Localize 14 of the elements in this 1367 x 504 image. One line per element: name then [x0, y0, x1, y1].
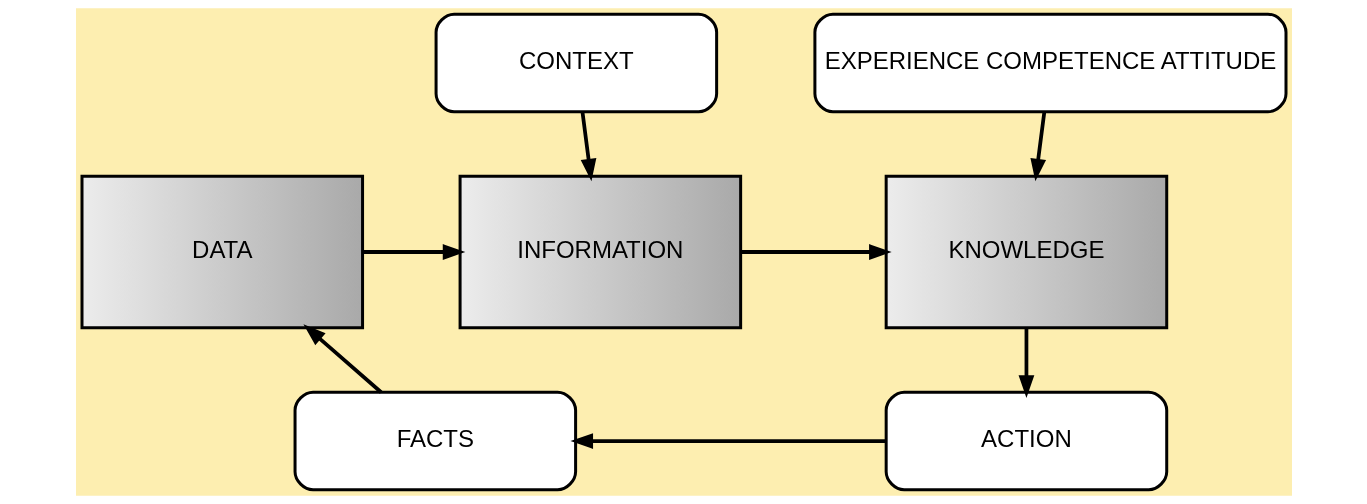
- node-box: CONTEXT: [434, 12, 718, 114]
- node-box: ACTION: [884, 390, 1168, 492]
- node-box: INFORMATION: [458, 174, 742, 330]
- arrow: [362, 244, 465, 260]
- node-box: KNOWLEDGE: [884, 174, 1168, 330]
- arrow: [1018, 328, 1034, 398]
- node-box: FACTS: [293, 390, 577, 492]
- arrow: [740, 244, 892, 260]
- arrow: [1029, 111, 1046, 182]
- node-box: EXPERIENCE COMPETENCE ATTITUDE: [812, 12, 1287, 114]
- arrow: [580, 111, 596, 182]
- node-box: DATA: [80, 174, 364, 330]
- arrow: [570, 433, 886, 449]
- arrow: [302, 324, 382, 394]
